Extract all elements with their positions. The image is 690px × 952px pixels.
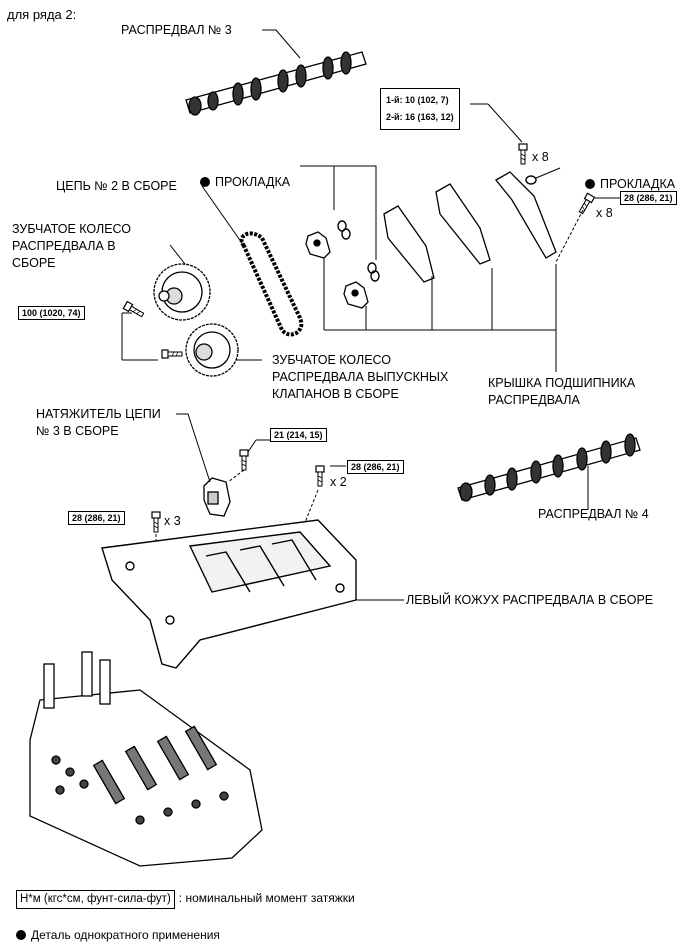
label-camshaft-gear: ЗУБЧАТОЕ КОЛЕСО РАСПРЕДВАЛА В СБОРЕ <box>12 222 132 270</box>
camshaft-4 <box>457 433 641 502</box>
label-exhaust-gear: ЗУБЧАТОЕ КОЛЕСО РАСПРЕДВАЛА ВЫПУСКНЫХ КЛ… <box>272 353 449 401</box>
camshaft-3 <box>185 51 367 116</box>
camshaft-housing <box>101 519 357 669</box>
torque-bearing-cap-first: 1-й: 10 (102, 7) <box>386 95 449 105</box>
torque-gear-bolt: 100 (1020, 74) <box>18 306 85 320</box>
label-gasket-1-text: ПРОКЛАДКА <box>215 175 291 189</box>
legend-torque-unit-box: Н*м (кгс*см, фунт-сила-фут) <box>16 890 175 909</box>
non-reusable-dot-icon <box>16 930 26 940</box>
qty-left-bolts: x 3 <box>164 514 181 528</box>
non-reusable-dot-icon <box>200 177 210 187</box>
label-housing-left: ЛЕВЫЙ КОЖУХ РАСПРЕДВАЛА В СБОРЕ <box>406 593 654 607</box>
label-bearing-cap: КРЫШКА ПОДШИПНИКА РАСПРЕДВАЛА <box>488 376 636 407</box>
torque-housing-bolt-left: 28 (286, 21) <box>68 511 125 525</box>
legend-non-reusable-text: Деталь однократного применения <box>31 928 220 942</box>
torque-bolt-right: 28 (286, 21) <box>620 191 677 205</box>
legend-torque-desc: : номинальный момент затяжки <box>178 891 355 905</box>
legend-non-reusable: Деталь однократного применения <box>16 910 220 944</box>
exhaust-camshaft-gear <box>185 323 239 377</box>
torque-bearing-cap-box: 1-й: 10 (102, 7) 2-й: 16 (163, 12) <box>380 88 460 130</box>
qty-right-bolts: x 8 <box>596 206 613 220</box>
legend-torque: Н*м (кгс*см, фунт-сила-фут): номинальный… <box>16 873 355 909</box>
label-camshaft-3: РАСПРЕДВАЛ № 3 <box>121 23 232 37</box>
label-gasket-1: ПРОКЛАДКА <box>200 157 290 191</box>
bearing-caps <box>305 171 557 309</box>
gaskets <box>337 175 537 282</box>
torque-housing-bolt-mid: 28 (286, 21) <box>347 460 404 474</box>
label-chain-2: ЦЕПЬ № 2 В СБОРЕ <box>56 179 177 193</box>
timing-chain <box>239 231 304 337</box>
chain-tensioner <box>203 477 231 517</box>
qty-mid-bolts: x 2 <box>330 475 347 489</box>
torque-bearing-cap-second: 2-й: 16 (163, 12) <box>386 112 454 122</box>
non-reusable-dot-icon <box>585 179 595 189</box>
label-gasket-2-text: ПРОКЛАДКА <box>600 177 676 191</box>
camshaft-gear <box>153 263 211 321</box>
torque-tensioner-bolt: 21 (214, 15) <box>270 428 327 442</box>
page-title: для ряда 2: <box>7 7 77 22</box>
label-tensioner-3: НАТЯЖИТЕЛЬ ЦЕПИ № 3 В СБОРЕ <box>36 407 161 438</box>
qty-cap-bolts: x 8 <box>532 150 549 164</box>
label-camshaft-4: РАСПРЕДВАЛ № 4 <box>538 507 649 521</box>
cylinder-head <box>29 651 263 867</box>
label-gasket-2: ПРОКЛАДКА <box>585 159 675 193</box>
